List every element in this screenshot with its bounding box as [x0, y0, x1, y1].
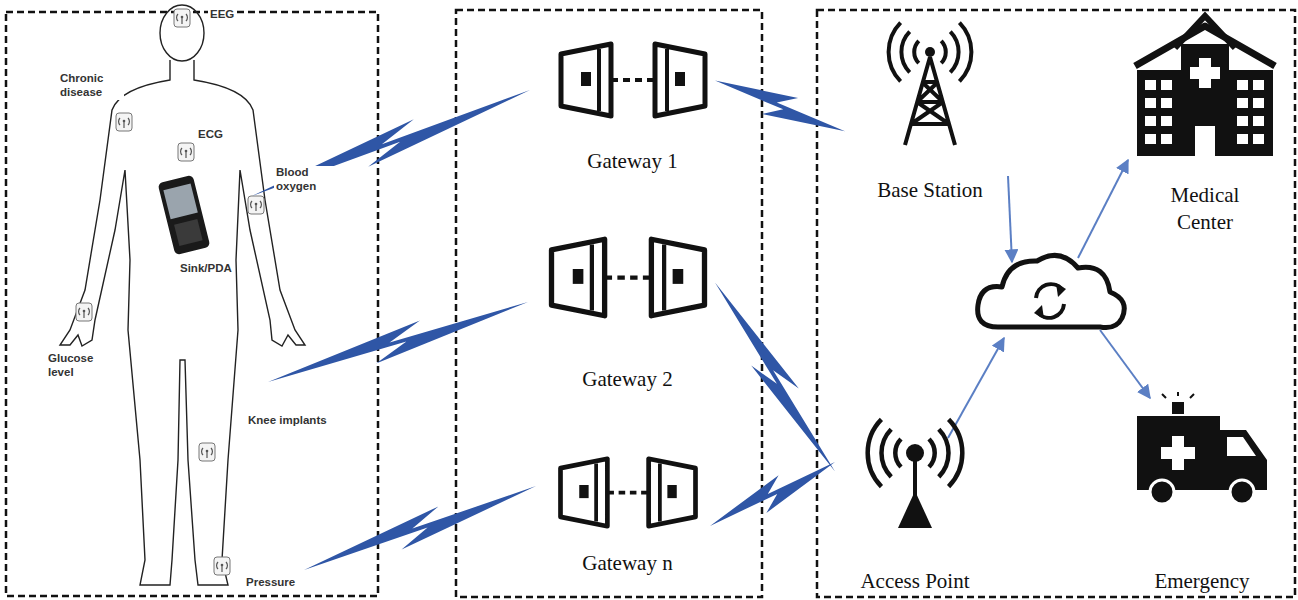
region-box — [456, 10, 762, 597]
access-point-node: Access Point — [835, 405, 995, 595]
node-icon — [548, 455, 708, 530]
medical-center-node: Medical Center — [1122, 8, 1288, 237]
node-label: Gateway 1 — [584, 148, 680, 175]
emergency-node: Emergency — [1122, 392, 1282, 595]
node-icon — [1132, 392, 1272, 512]
wireless-connector — [715, 283, 835, 472]
wireless-link — [268, 302, 528, 382]
wireless-links — [252, 90, 536, 570]
node-label: Emergency — [1151, 568, 1252, 595]
wireless-connector — [715, 81, 845, 132]
node-icon — [1125, 8, 1285, 158]
region-box — [6, 12, 378, 596]
node-label: Base Station — [874, 177, 986, 204]
sensor-label: EEG — [208, 8, 236, 22]
sensor-label: ECG — [196, 128, 225, 142]
node-label: Medical Center — [1147, 182, 1263, 237]
node-label: Gateway n — [579, 550, 675, 577]
cloud-icon — [978, 255, 1125, 327]
base-station-node: Base Station — [845, 12, 1015, 204]
region-box — [817, 10, 1295, 597]
wireless-link — [304, 486, 536, 570]
gateway-node: Gateway 2 — [540, 235, 715, 393]
phone-icon — [158, 175, 211, 256]
sensor-label: Knee implants — [246, 414, 329, 428]
sensor-label: Blood oxygen — [274, 166, 340, 194]
wireless-link — [252, 90, 530, 196]
node-icon — [860, 12, 1000, 147]
node-icon — [840, 405, 990, 530]
node-label: Access Point — [857, 568, 972, 595]
sensor-label: Glucose level — [46, 352, 110, 380]
sensor-label: Chronic disease — [58, 72, 124, 100]
node-icon — [553, 40, 713, 120]
gateway-node: Gateway 1 — [550, 40, 715, 175]
lightning-bolt — [710, 462, 835, 526]
node-label: Gateway 2 — [579, 366, 675, 393]
sensor-label: Sink/PDA — [178, 262, 234, 276]
lightning-bolt — [715, 283, 835, 472]
sensor-label: Pressure — [244, 576, 297, 590]
lightning-bolt — [715, 81, 845, 132]
wireless-connector — [710, 462, 835, 526]
gateway-node: Gateway n — [545, 455, 710, 577]
node-icon — [543, 235, 713, 320]
